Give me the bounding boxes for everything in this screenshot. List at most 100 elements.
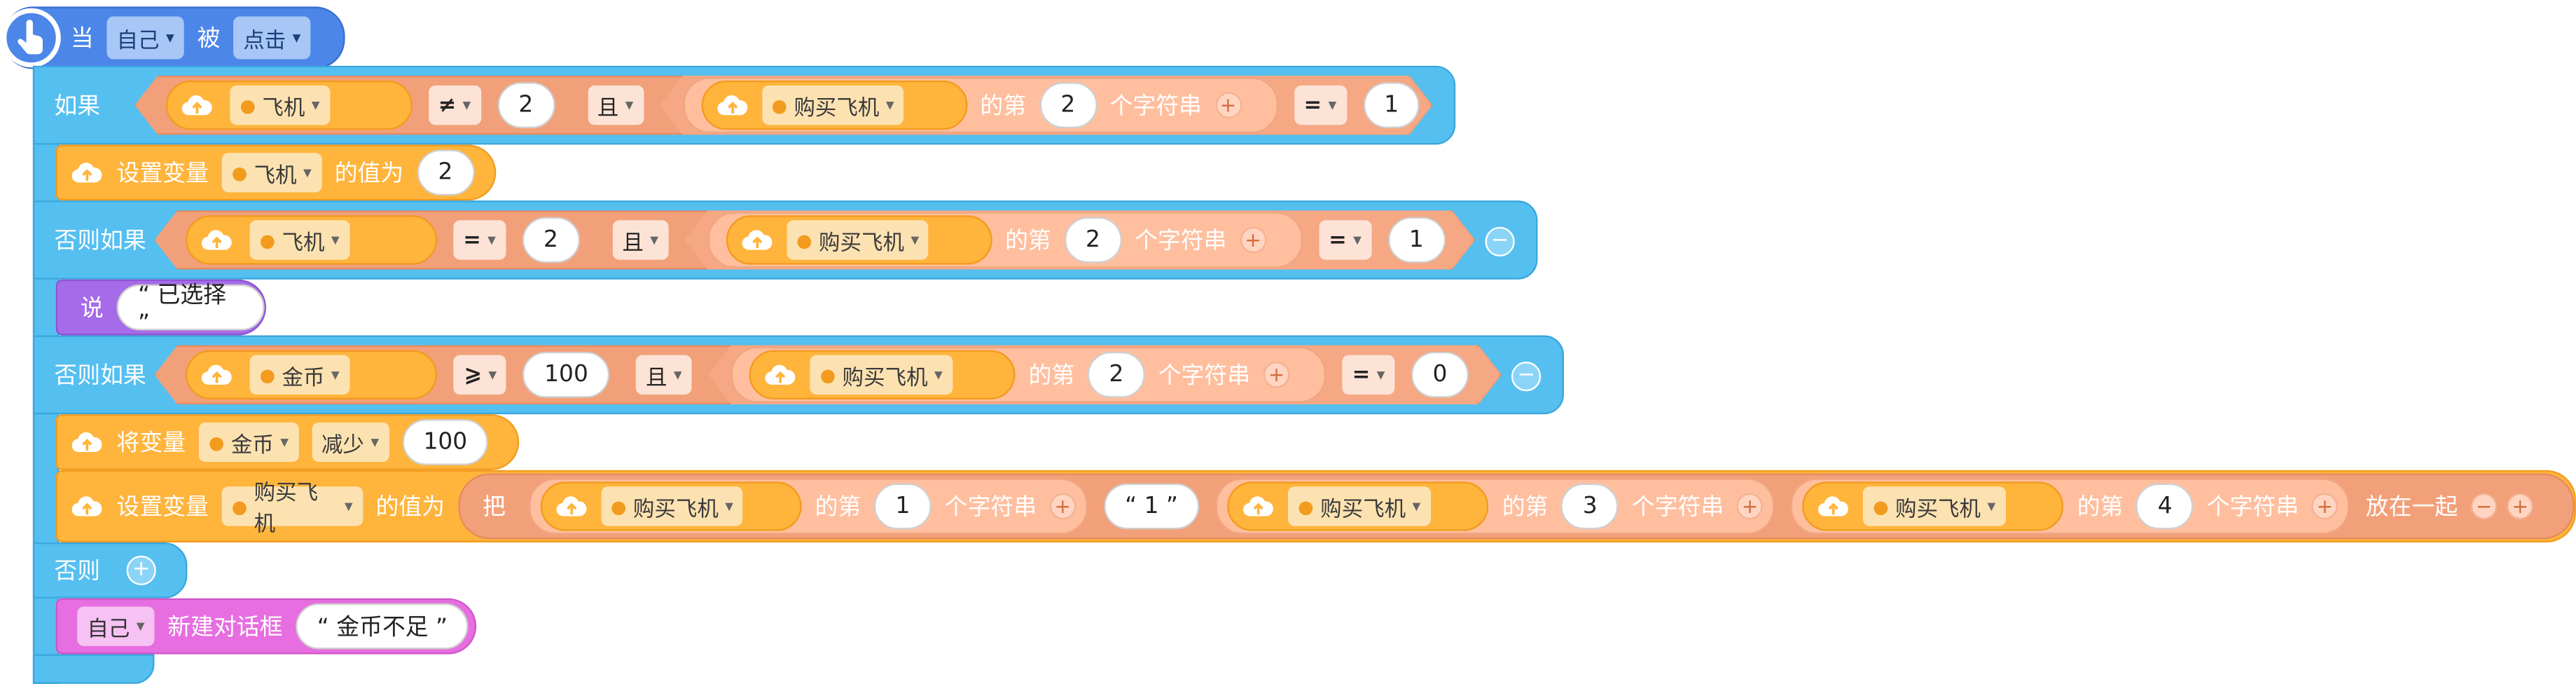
change-variable-block[interactable]: 将变量 ●金币▾ 减少▾ 100 — [55, 414, 520, 470]
equals-operator-block[interactable]: ●购买飞机▾ 的第 2 个字符串 + =▾ 1 — [660, 76, 1431, 135]
substring-block[interactable]: ●购买飞机▾ 的第 2 个字符串 + — [683, 77, 1277, 133]
index-input[interactable]: 2 — [1088, 352, 1145, 398]
variable-block-buy-plane[interactable]: ●购买飞机▾ — [540, 481, 802, 531]
neq-operator-dropdown[interactable]: ≠▾ — [429, 86, 481, 125]
add-icon[interactable]: + — [2311, 493, 2338, 520]
char-label: 个字符串 — [1135, 228, 1227, 255]
and-dropdown[interactable]: 且▾ — [636, 355, 692, 395]
eq-operator-dropdown[interactable]: =▾ — [1294, 86, 1346, 125]
number-input[interactable]: 1 — [1387, 217, 1445, 264]
variable-block-buy-plane[interactable]: ●购买飞机▾ — [1802, 481, 2064, 531]
target-dropdown[interactable]: 自己▾ — [77, 606, 155, 646]
substring-block[interactable]: ●购买飞机▾ 的第 3 个字符串 + — [1215, 478, 1775, 535]
when-clicked-hat-block[interactable]: 当 自己▾ 被 点击▾ — [1, 6, 345, 69]
and-operator-block[interactable]: ●飞机▾ ≠▾ 2 且▾ ●购买飞机▾ 的第 2 个字符串 + =▾ 1 — [134, 76, 1432, 135]
person-icon: ● — [771, 94, 788, 116]
value-is-label: 的值为 — [334, 160, 404, 188]
variable-dropdown[interactable]: ●购买飞机▾ — [1288, 486, 1431, 526]
chevron-down-icon: ▾ — [1987, 497, 1996, 516]
text-input[interactable]: “ 已选择 ” — [116, 282, 265, 337]
number-input[interactable]: 100 — [401, 419, 489, 465]
person-icon: ● — [1298, 495, 1314, 517]
remove-item-icon[interactable]: − — [2470, 493, 2498, 520]
add-icon[interactable]: + — [1049, 493, 1076, 520]
cloud-variable-icon — [71, 429, 104, 456]
remove-branch-icon[interactable]: − — [1511, 362, 1542, 392]
join-block[interactable]: 把 ●购买飞机▾ 的第 1 个字符串 + “ 1 ” ●购买飞机▾ 的第 3 — [457, 473, 2575, 540]
variable-block-buy-plane[interactable]: ●购买飞机▾ — [1227, 481, 1490, 531]
substring-block[interactable]: ●购买飞机▾ 的第 4 个字符串 + — [1790, 478, 2350, 535]
and-dropdown[interactable]: 且▾ — [612, 220, 668, 259]
hat-by-label: 被 — [197, 26, 221, 53]
variable-dropdown[interactable]: ●飞机▾ — [250, 220, 349, 259]
variable-block-plane[interactable]: ●飞机▾ — [186, 215, 437, 264]
add-icon[interactable]: + — [1263, 362, 1290, 388]
variable-dropdown[interactable]: ●金币▾ — [198, 422, 299, 463]
add-icon[interactable]: + — [1737, 493, 1763, 520]
target-dropdown[interactable]: 自己▾ — [106, 16, 184, 60]
eq-operator-dropdown[interactable]: =▾ — [453, 220, 506, 259]
and-operator-block[interactable]: ●飞机▾ =▾ 2 且▾ ●购买飞机▾ 的第 2 个字符串 + =▾ 1 — [154, 210, 1475, 269]
decrease-dropdown[interactable]: 减少▾ — [311, 422, 389, 463]
chevron-down-icon: ▾ — [311, 96, 320, 115]
number-input[interactable]: 1 — [1363, 82, 1420, 128]
chevron-down-icon: ▾ — [292, 29, 301, 47]
variable-dropdown[interactable]: ●购买飞机▾ — [1863, 486, 2006, 526]
chevron-down-icon: ▾ — [650, 231, 659, 249]
index-input[interactable]: 2 — [1064, 217, 1121, 264]
chevron-down-icon: ▾ — [910, 231, 920, 249]
variable-block-coins[interactable]: ●金币▾ — [186, 350, 438, 399]
text-input[interactable]: “ 金币不足 ” — [296, 603, 469, 650]
and-dropdown[interactable]: 且▾ — [588, 86, 644, 125]
add-item-icon[interactable]: + — [2507, 493, 2534, 520]
person-icon: ● — [231, 495, 248, 517]
number-input[interactable]: 2 — [497, 82, 555, 128]
index-input[interactable]: 1 — [874, 483, 932, 530]
number-input[interactable]: 2 — [522, 217, 579, 264]
index-input[interactable]: 4 — [2136, 483, 2194, 530]
index-input[interactable]: 2 — [1039, 82, 1097, 128]
if-label: 如果 — [54, 93, 101, 121]
equals-operator-block[interactable]: ●购买飞机▾ 的第 2 个字符串 + =▾ 1 — [685, 210, 1474, 269]
variable-block-buy-plane[interactable]: ●购买飞机▾ — [726, 215, 992, 264]
hat-when-label: 当 — [70, 26, 94, 53]
index-input[interactable]: 3 — [1561, 483, 1619, 530]
variable-block-buy-plane[interactable]: ●购买飞机▾ — [701, 81, 967, 130]
equals-operator-block[interactable]: ●购买飞机▾ 的第 2 个字符串 + =▾ 0 — [708, 346, 1500, 404]
text-input[interactable]: “ 1 ” — [1103, 483, 1200, 530]
new-dialog-block[interactable]: 自己▾ 新建对话框 “ 金币不足 ” — [55, 598, 477, 655]
variable-dropdown[interactable]: ●飞机▾ — [221, 153, 321, 193]
add-icon[interactable]: + — [1240, 227, 1266, 254]
person-icon: ● — [610, 495, 627, 517]
eq-operator-dropdown[interactable]: =▾ — [1319, 220, 1371, 259]
gte-operator-dropdown[interactable]: ⩾▾ — [454, 355, 506, 395]
variable-dropdown[interactable]: ●飞机▾ — [230, 86, 329, 125]
substring-block[interactable]: ●购买飞机▾ 的第 2 个字符串 + — [707, 212, 1302, 268]
event-dropdown[interactable]: 点击▾ — [233, 16, 311, 60]
eq-operator-dropdown[interactable]: =▾ — [1343, 355, 1395, 395]
substring-block[interactable]: ●购买飞机▾ 的第 1 个字符串 + — [528, 478, 1088, 535]
substring-block[interactable]: ●购买飞机▾ 的第 2 个字符串 + — [731, 347, 1326, 403]
number-input[interactable]: 2 — [416, 149, 474, 196]
variable-dropdown[interactable]: ●购买飞机▾ — [787, 220, 929, 259]
variable-dropdown[interactable]: ●购买飞机▾ — [810, 355, 953, 395]
and-operator-block[interactable]: ●金币▾ ⩾▾ 100 且▾ ●购买飞机▾ 的第 2 个字符串 + =▾ 0 — [154, 346, 1501, 404]
say-block[interactable]: 说 “ 已选择 ” — [55, 279, 266, 337]
chevron-down-icon: ▾ — [303, 163, 312, 182]
else-row[interactable]: 否则 + — [32, 542, 188, 598]
nth-label: 的第 — [1028, 363, 1075, 390]
add-icon[interactable]: + — [1215, 92, 1242, 118]
variable-dropdown[interactable]: ●金币▾ — [250, 355, 349, 395]
set-variable-block[interactable]: 设置变量 ●飞机▾ 的值为 2 — [55, 144, 497, 201]
number-input[interactable]: 0 — [1411, 352, 1469, 398]
variable-dropdown[interactable]: ●购买飞机▾ — [600, 486, 744, 526]
remove-branch-icon[interactable]: − — [1485, 226, 1515, 256]
variable-block-buy-plane[interactable]: ●购买飞机▾ — [749, 350, 1016, 399]
number-input[interactable]: 100 — [523, 352, 610, 398]
set-variable-block[interactable]: 设置变量 ●购买飞机▾ 的值为 把 ●购买飞机▾ 的第 1 个字符串 + “ 1… — [55, 470, 2576, 543]
variable-block-plane[interactable]: ●飞机▾ — [166, 81, 412, 130]
variable-dropdown[interactable]: ●购买飞机▾ — [761, 86, 903, 125]
variable-dropdown[interactable]: ●购买飞机▾ — [221, 481, 363, 538]
add-branch-icon[interactable]: + — [126, 555, 156, 586]
chevron-down-icon: ▾ — [136, 617, 145, 636]
